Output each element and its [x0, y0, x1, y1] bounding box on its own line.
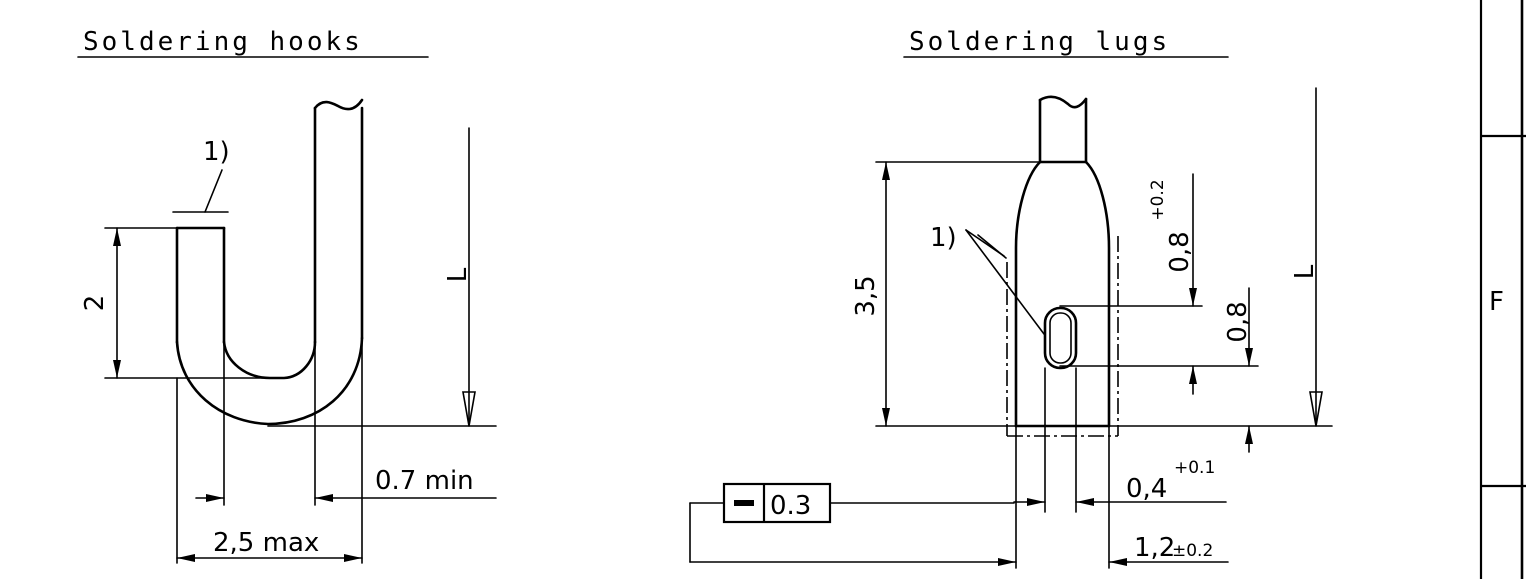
- lug-length-label: L: [1290, 264, 1320, 279]
- lug-phantom-lines: [1006, 236, 1119, 437]
- lug-slot-length-label: 0,8: [1223, 301, 1253, 342]
- hook-max-width-label: 2,5 max: [213, 528, 319, 558]
- lug-length-dimension: L: [1108, 87, 1333, 427]
- lug-height-dimension: 3,5: [851, 161, 1041, 427]
- hook-note-leader: [204, 169, 223, 213]
- hook-height-dimension: 2: [80, 227, 273, 379]
- lug-top-offset-label: 0,8: [1165, 231, 1195, 272]
- lug-note-label: 1): [930, 223, 957, 253]
- soldering-hooks-view: Soldering hooks 1): [77, 27, 497, 564]
- hook-height-label: 2: [80, 295, 110, 312]
- lug-width-label: 1,2: [1134, 533, 1175, 563]
- lug-top-offset-tolerance: +0.2: [1148, 179, 1168, 220]
- lug-slot-width-label: 0,4: [1126, 474, 1167, 504]
- hook-note-label: 1): [203, 137, 230, 167]
- hook-length-dimension: L: [267, 127, 497, 427]
- soldering-lugs-view: Soldering lugs 1): [689, 27, 1333, 569]
- lug-note: 1): [930, 223, 1045, 335]
- lug-top-offset-dimension: 0,8 +0.2: [1059, 173, 1259, 395]
- border-zone-letter: F: [1489, 287, 1504, 317]
- hook-length-label: L: [443, 267, 473, 282]
- lugs-title: Soldering lugs: [909, 27, 1170, 57]
- lug-width-tolerance: ±0.2: [1172, 541, 1213, 561]
- flatness-symbol-icon: [734, 500, 754, 506]
- hook-width-dimensions: 0.7 min 2,5 max: [176, 337, 497, 564]
- hook-min-gap-label: 0.7 min: [375, 466, 474, 496]
- drawing-border: F: [1479, 0, 1526, 579]
- lug-slot-width-dimension: 0,4 +0.1: [1013, 367, 1227, 513]
- lug-width-dimension: 1,2 ±0.2: [689, 425, 1229, 569]
- flatness-tolerance-value: 0.3: [770, 491, 811, 521]
- lug-outline: [1014, 95, 1111, 428]
- flatness-tolerance-frame: 0.3: [689, 482, 1015, 563]
- hook-note: 1): [172, 137, 230, 213]
- lug-slot-length-dimension: 0,8: [1223, 287, 1253, 453]
- lug-slot-width-tolerance: +0.1: [1174, 458, 1215, 478]
- lug-height-label: 3,5: [851, 275, 881, 316]
- hooks-title: Soldering hooks: [83, 27, 363, 57]
